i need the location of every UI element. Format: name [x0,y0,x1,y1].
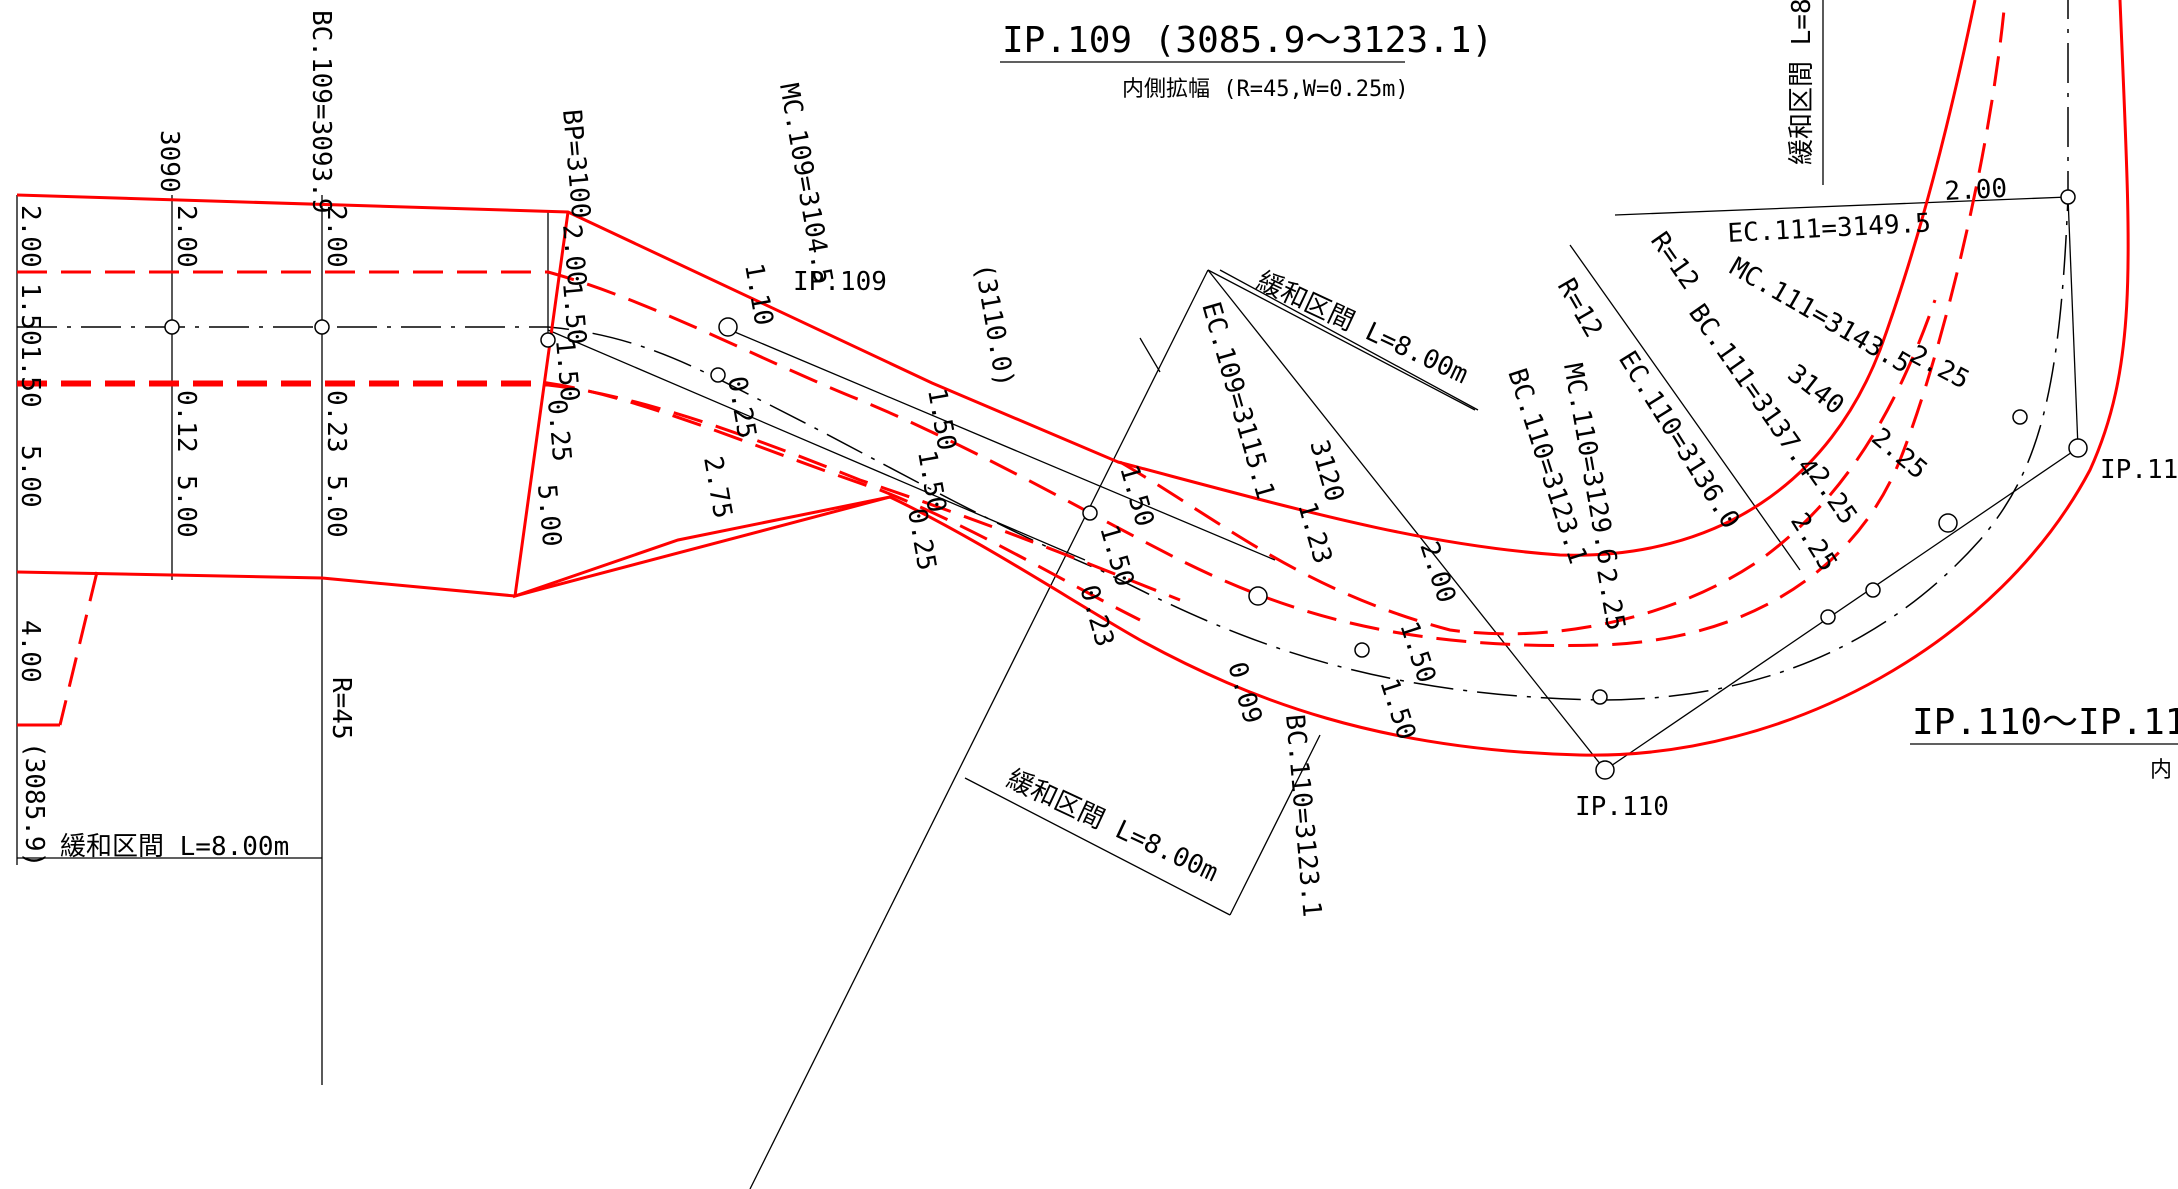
dimension-left-column: 2.00 1.50 1.50 5.00 4.00 [15,205,45,683]
dim-c111-2-25c: 2.25 [1866,422,1933,485]
dashed-edge-1 [17,0,2007,647]
radius-r12a: R=12 [1551,274,1608,343]
dim-3090-0-12: 0.12 [171,390,201,453]
road-widening-left [513,211,891,599]
dim-3120-0-09: 0.09 [1221,659,1267,727]
dimension-3120: 1.23 0.09 [1221,499,1337,727]
dim-left-4-00: 4.00 [15,620,45,683]
ip110-111-title: IP.110〜IP.111 ( [1912,702,2178,743]
road-centerline [17,0,2069,701]
dashed-edge-3 [17,380,1141,622]
dim-3110-1-50b: 1.50 [911,448,951,515]
station-bc109: BC.109=3093.9 [306,10,336,214]
station-bp: BP=3100 [556,108,595,220]
station-bc110-bottom: BC.110=3123.1 [1279,713,1327,918]
dim-bp-2-00: 2.00 [556,223,591,288]
road-edge-inner [16,0,2130,757]
dim-3110-0-25: 0.25 [901,506,941,573]
dim-bp-1-50a: 1.50 [556,281,591,346]
dimension-3090-column: 2.00 0.12 5.00 [171,205,201,538]
radius-r12b: R=12 [1644,227,1704,296]
dimension-bc109-column: 2.00 0.23 5.00 [321,205,351,538]
dim-ec109-0-23: 0.23 [1073,582,1119,650]
dim-left-1-50b: 1.50 [15,345,45,408]
dim-3110-1-50a: 1.50 [921,386,961,453]
dim-c111-2-25d: 2.25 [1905,340,1974,396]
station-3140: 3140 [1782,359,1850,421]
ip109-label: IP.109 [793,267,887,297]
dim-3090-5-00: 5.00 [171,475,201,538]
dimension-mc110: 2.25 [1590,566,1630,633]
ip110-point [1595,760,1615,780]
ip110-label: IP.110 [1575,792,1669,822]
dashed-edge-4 [1119,299,1937,636]
survey-points [164,189,2088,780]
transition-upper-mid: 緩和区間 L=8.00m [1252,266,1472,390]
dimension-ec109: 1.50 1.50 0.23 [1073,462,1159,650]
dim-ec109-1-50b: 1.50 [1093,522,1139,590]
transition-lower-mid: 緩和区間 L=8.00m [1002,764,1222,888]
ip110-111-subtitle: 内 [2150,758,2172,783]
dimension-3110: 1.50 1.50 0.25 [901,386,961,573]
dim-bp-5-00: 5.00 [531,483,566,548]
dim-bc110-2-00: 2.00 [1413,538,1461,607]
dimension-bp-column: 2.00 1.50 1.50 0.25 5.00 [531,223,591,548]
dim-bp-0-25: 0.25 [541,398,576,463]
ip111-point [2068,438,2088,458]
dim-ip109-1-10: 1.10 [738,261,778,328]
station-ec111: EC.111=3149.5 [1727,208,1932,249]
ip109-title: IP.109 (3085.9〜3123.1) [1002,20,1493,61]
station-mc109: MC.109=3104.5 [773,81,838,287]
dim-3120-1-23: 1.23 [1291,499,1337,567]
station-3085-9: (3085.9) [19,742,49,867]
station-mc111: MC.111=3143.5 [1725,252,1916,380]
dim-bc109-0-23: 0.23 [321,390,351,453]
station-ec109: EC.109=3115.1 [1195,299,1280,503]
dashed-edge-2 [17,383,1181,602]
station-3120: 3120 [1303,437,1349,505]
dim-3090-2-00: 2.00 [171,205,201,268]
dashed-left-end [58,571,99,726]
transition-top-right: 緩和区間 L=8. [1787,0,1817,165]
ip111-label: IP.111 [2100,455,2178,485]
dim-left-1-50a: 1.50 [15,283,45,346]
dim-left-2-00: 2.00 [15,205,45,268]
radius-r45: R=45 [326,677,356,740]
dim-ip109-2-75: 2.75 [697,454,737,521]
dim-c111-2-00: 2.00 [1944,174,2008,207]
road-edge-outer [16,0,1977,557]
station-3110: (3110.0) [968,261,1019,390]
station-3090: 3090 [154,130,184,193]
dim-bp-1-50b: 1.50 [549,338,584,403]
dimension-ip109: 1.10 0.25 2.75 [697,261,778,521]
dim-bc109-5-00: 5.00 [321,475,351,538]
dim-left-5-00: 5.00 [15,445,45,508]
dim-mc110-2-25: 2.25 [1590,566,1630,633]
ip109-point [718,317,738,337]
ip109-subtitle: 内側拡幅 (R=45,W=0.25m) [1122,77,1409,102]
dim-bc109-2-00: 2.00 [321,205,351,268]
construction-lines [16,0,2079,1189]
transition-left: 緩和区間 L=8.00m [60,832,289,862]
